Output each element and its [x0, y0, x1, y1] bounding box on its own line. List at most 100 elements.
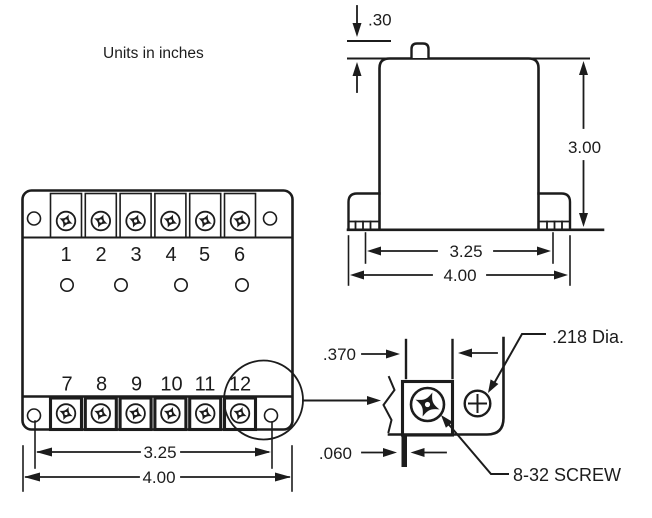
wall-thickness-dimension: .060 — [319, 444, 447, 463]
arrowhead-leader — [441, 415, 453, 428]
terminal-number: 4 — [165, 244, 176, 266]
pilot-hole — [235, 277, 250, 292]
case-corner-outline — [387, 336, 505, 436]
terminal-cell-detail — [400, 379, 455, 437]
mounting-hole-detail — [463, 389, 492, 418]
side-view: .30 3.00 3.25 4.00 — [346, 5, 605, 286]
terminal-number: 9 — [131, 374, 142, 396]
terminal-number: 6 — [234, 244, 245, 266]
detail-balloon-circle — [223, 359, 304, 441]
bump-height-dim: .30 — [368, 11, 392, 30]
front-view-dimensions: 3.25 4.00 — [22, 420, 293, 492]
arrowhead-left — [36, 447, 52, 457]
end-hole — [26, 211, 42, 226]
pilot-hole — [114, 277, 129, 292]
screw-label: 8-32 SCREW — [513, 465, 621, 485]
screw-icon — [194, 210, 216, 232]
end-hole — [262, 211, 278, 226]
detail-view: .370 .060 .218 Dia. 8-32 SCREW — [302, 327, 624, 485]
arrowhead-right — [367, 396, 381, 405]
screw-icon — [160, 210, 181, 232]
arrowhead-down — [579, 213, 588, 227]
case-outline — [378, 57, 540, 231]
terminal-width-dim: .370 — [323, 345, 356, 364]
pilot-holes — [59, 277, 250, 292]
screw-icon — [125, 403, 146, 424]
terminal-cell — [83, 396, 118, 432]
height-dimension: 3.00 — [568, 61, 601, 227]
arrowhead-right — [383, 448, 397, 457]
terminal-number: 11 — [195, 374, 216, 396]
arrowhead-left — [458, 348, 472, 358]
left-flange — [347, 192, 381, 231]
arrowhead-right — [554, 270, 568, 280]
hole-diameter-callout: .218 Dia. — [488, 327, 624, 393]
arrowhead-left — [24, 472, 40, 482]
bottom-terminal-row — [26, 396, 279, 432]
screw-icon — [55, 403, 77, 424]
terminal-number: 12 — [229, 374, 251, 396]
terminal-cell — [119, 192, 152, 239]
hole-circle — [463, 389, 492, 418]
terminal-number: 5 — [199, 244, 210, 266]
terminal-cell — [118, 396, 153, 432]
mounting-hole — [263, 408, 279, 423]
terminal-cell — [223, 192, 257, 239]
mounting-hole — [26, 408, 42, 423]
screw-icon — [160, 403, 181, 424]
flange-outline — [347, 192, 381, 231]
arrowhead-left — [410, 448, 425, 457]
terminal-number: 2 — [95, 244, 106, 266]
overall-height-dim: 3.00 — [568, 138, 601, 157]
arrowhead-left — [367, 246, 381, 256]
arrowhead-right — [255, 447, 271, 457]
terminal-cell — [49, 192, 83, 239]
arrowhead-right — [275, 472, 291, 482]
screw-callout: 8-32 SCREW — [441, 415, 621, 485]
overall-width-dim: 4.00 — [443, 266, 476, 285]
bump-height-dimension: .30 — [352, 5, 392, 93]
terminal-cell — [188, 192, 222, 239]
screw-icon — [194, 403, 216, 424]
foot-spacing-dim: 3.25 — [449, 242, 482, 261]
terminal-cell — [154, 192, 187, 239]
arrowhead-down — [352, 23, 362, 37]
top-terminal-labels: 1 2 3 4 5 6 — [60, 244, 245, 266]
top-terminal-row — [26, 192, 278, 239]
terminal-cell — [153, 396, 188, 432]
arrowhead-leader — [488, 379, 499, 393]
hole-spacing-dim: 3.25 — [143, 443, 176, 462]
terminal-number: 1 — [60, 244, 71, 266]
arrowhead-right — [386, 349, 400, 359]
screw-icon-detail — [409, 386, 446, 423]
bottom-terminal-labels: 7 8 9 10 11 12 — [61, 374, 251, 396]
pilot-hole — [59, 277, 74, 292]
terminal-number: 10 — [160, 374, 182, 396]
right-flange — [537, 192, 572, 231]
terminal-number: 8 — [96, 374, 107, 396]
terminal-width-dimension: .370 — [323, 338, 498, 380]
screw-icon — [229, 210, 251, 232]
leader-line — [443, 418, 509, 475]
screw-icon — [125, 210, 146, 232]
terminal-number: 3 — [130, 244, 141, 266]
terminal-number: 7 — [61, 374, 72, 396]
side-view-width-dimensions: 3.25 4.00 — [347, 232, 571, 286]
arrowhead-left — [350, 270, 364, 280]
screw-icon — [229, 403, 251, 424]
break-line — [382, 375, 396, 434]
hole-diameter-label: .218 Dia. — [552, 327, 624, 347]
pilot-hole — [174, 277, 189, 292]
wall-thickness-dim: .060 — [319, 444, 352, 463]
screw-icon — [90, 210, 112, 232]
arrowhead-right — [537, 246, 551, 256]
overall-width-dim: 4.00 — [142, 468, 175, 487]
screw-icon — [90, 403, 112, 424]
leader-line — [490, 333, 546, 389]
units-note: Units in inches — [103, 45, 204, 62]
top-bump — [410, 42, 430, 60]
arrowhead-up — [579, 61, 588, 75]
flange-outline — [537, 192, 572, 231]
terminal-cell — [188, 396, 223, 432]
